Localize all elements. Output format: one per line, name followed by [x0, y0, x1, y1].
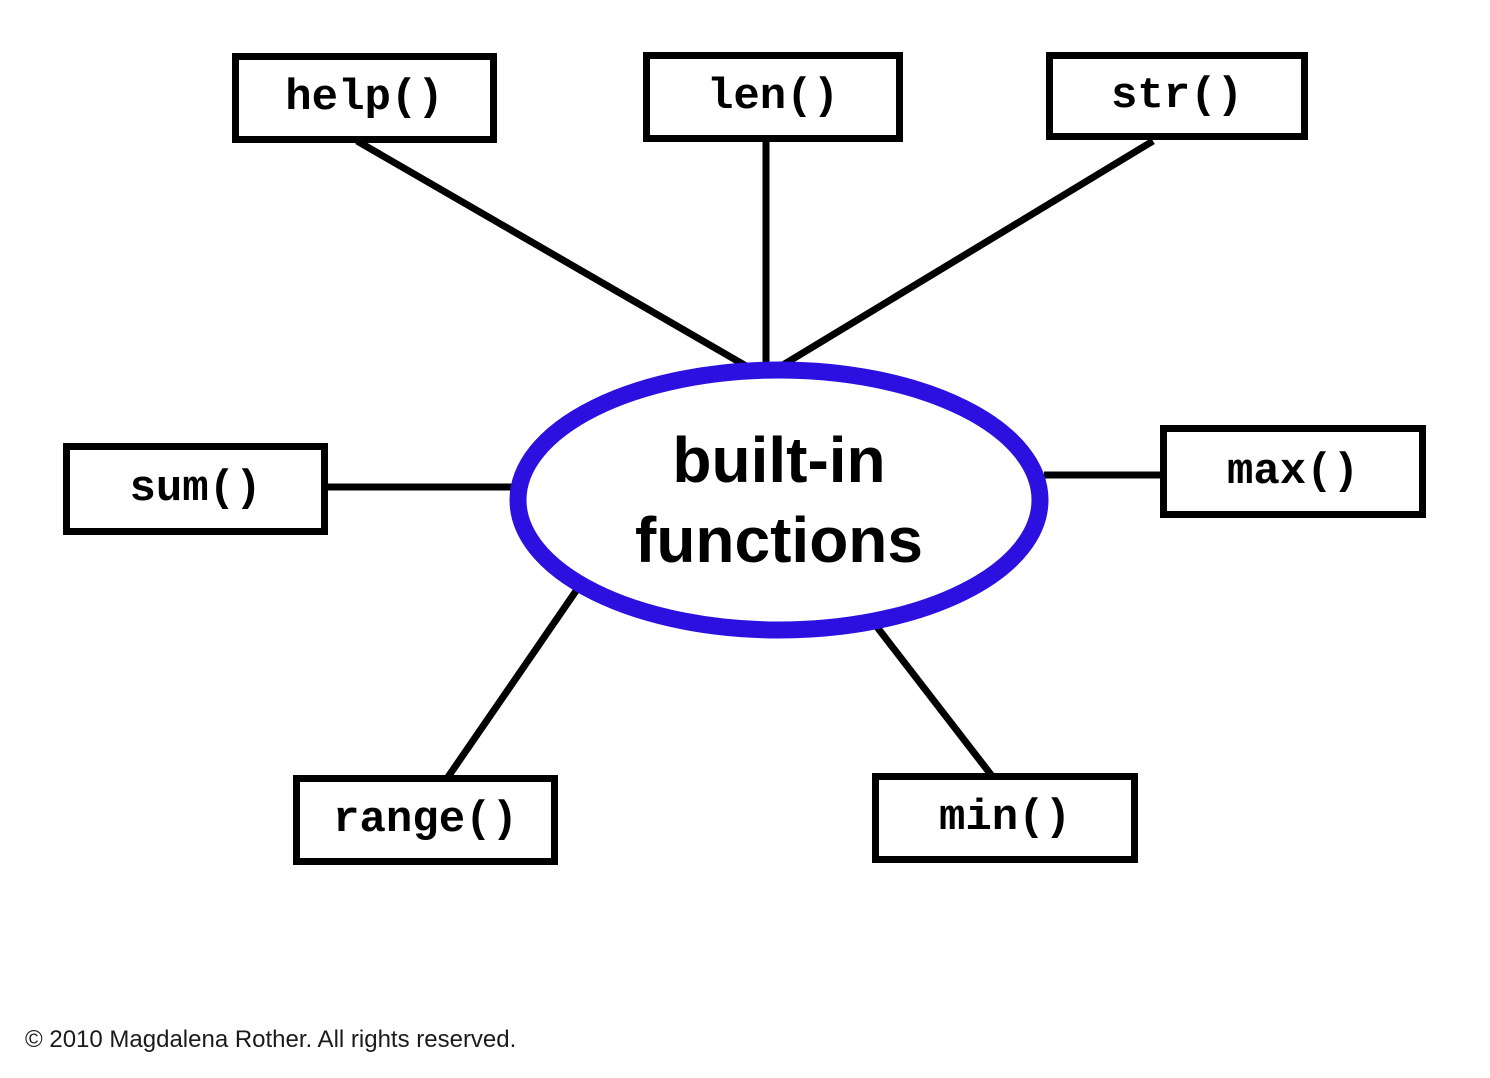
node-len-label: len() [706, 72, 840, 122]
node-str: str() [1046, 52, 1308, 140]
node-max: max() [1160, 425, 1426, 518]
node-sum-label: sum() [129, 464, 262, 514]
edge-min-center [874, 624, 995, 779]
node-help: help() [232, 53, 497, 143]
node-help-label: help() [285, 73, 444, 123]
node-sum: sum() [63, 443, 328, 535]
node-range: range() [293, 775, 558, 865]
node-range-label: range() [333, 795, 518, 845]
center-node: built-in functions [509, 370, 1049, 630]
node-max-label: max() [1226, 446, 1360, 497]
edge-range-center [445, 586, 581, 779]
node-str-label: str() [1110, 71, 1244, 121]
node-min-label: min() [938, 793, 1072, 843]
node-min: min() [872, 773, 1138, 863]
center-label-line1: built-in [672, 424, 886, 496]
center-label-line2: functions [635, 504, 923, 576]
node-len: len() [643, 52, 903, 142]
copyright-notice: © 2010 Magdalena Rother. All rights rese… [25, 1026, 517, 1053]
edge-str-center [766, 138, 1155, 377]
center-ellipse [509, 361, 1049, 639]
edge-help-center [355, 137, 762, 378]
